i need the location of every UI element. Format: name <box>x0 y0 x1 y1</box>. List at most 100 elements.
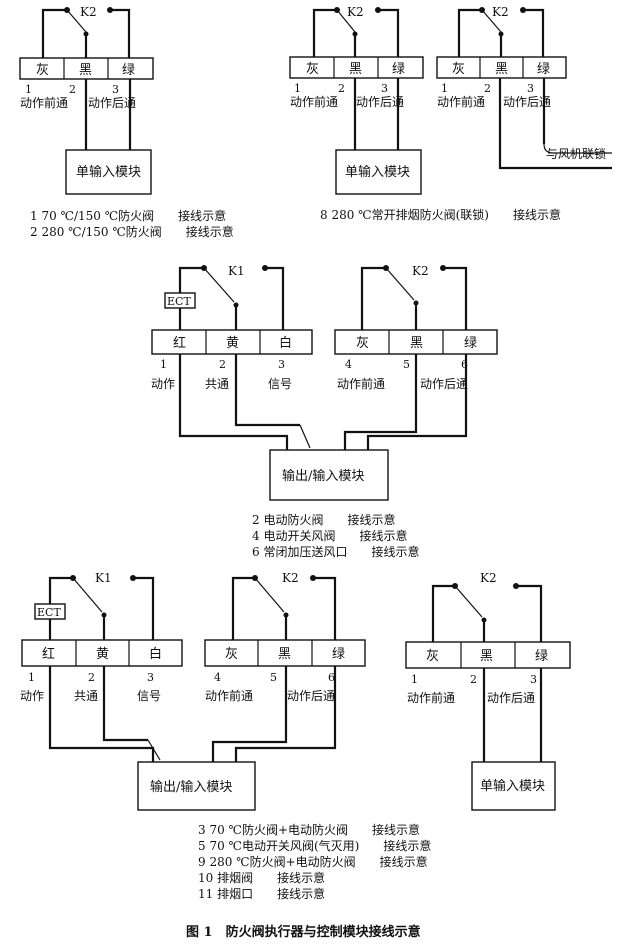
note-line: 11 排烟口 接线示意 <box>198 886 325 901</box>
wire <box>299 424 311 449</box>
wire <box>102 666 148 742</box>
terminal-number: 1 <box>28 671 35 684</box>
label-action-after: 动作后通 <box>487 691 535 705</box>
terminal-number: 2 <box>484 82 491 95</box>
terminal-gray: 灰 <box>306 62 319 77</box>
label-action-before: 动作前通 <box>20 95 68 110</box>
terminal-number: 2 <box>88 671 95 684</box>
wire <box>234 354 300 427</box>
wire <box>178 266 204 293</box>
label-signal: 信号 <box>268 377 292 391</box>
terminal-number: 3 <box>147 671 154 684</box>
switch-contact <box>520 7 526 13</box>
terminal-black: 黑 <box>79 63 92 78</box>
switch-blade <box>254 577 285 613</box>
single-input-module <box>335 149 422 195</box>
terminal-number: 5 <box>270 671 277 684</box>
diagram-single-input-valve: K2 灰 黑 绿 1 2 3 动作前通 动作后通 单输入模块 8 280 ℃常开… <box>289 5 561 222</box>
wire <box>366 354 468 450</box>
diagram-io-module-dual-switch: K1 ECT 红 黄 白 1 2 3 动作 共通 信号 K2 灰 <box>20 571 431 901</box>
terminal-number: 3 <box>530 673 537 686</box>
ect-label: ECT <box>37 606 61 619</box>
wire <box>378 8 400 58</box>
terminal-number: 1 <box>441 82 448 95</box>
terminal-number: 2 <box>69 83 76 96</box>
label-action-before: 动作前通 <box>437 94 485 109</box>
terminal-gray: 灰 <box>426 649 439 664</box>
note-line: 4 电动开关风阀 接线示意 <box>252 528 407 543</box>
switch-contact <box>233 302 239 308</box>
io-module <box>269 449 389 501</box>
switch-blade <box>336 9 356 33</box>
wire <box>431 584 455 642</box>
label-action-after: 动作后通 <box>356 95 404 109</box>
module-label: 输出/输入模块 <box>150 779 232 795</box>
wire <box>234 666 337 762</box>
terminal-yellow: 黄 <box>96 647 109 662</box>
label-common: 共通 <box>205 377 229 391</box>
wire <box>178 354 289 450</box>
switch-label-k2: K2 <box>412 264 429 278</box>
terminal-number: 3 <box>278 358 285 371</box>
terminal-block <box>436 56 567 79</box>
diagram-fan-interlock: K2 灰 黑 绿 1 2 3 动作前通 动作后通 与风机联锁 <box>436 5 612 170</box>
module-label: 单输入模块 <box>345 164 410 180</box>
label-action-after: 动作后通 <box>420 377 468 391</box>
label-action-after: 动作后通 <box>88 96 136 110</box>
wire <box>543 143 612 154</box>
wire <box>211 666 288 762</box>
single-input-module <box>471 761 556 811</box>
label-action-after: 动作后通 <box>503 95 551 109</box>
terminal-yellow: 黄 <box>226 336 239 351</box>
wire <box>523 8 545 58</box>
note-line: 2 280 ℃/150 ℃防火阀 接线示意 <box>30 224 234 239</box>
wire <box>48 576 73 604</box>
switch-contact <box>101 612 107 618</box>
wire <box>313 576 337 640</box>
note-line: 10 排烟阀 接线示意 <box>198 870 325 885</box>
terminal-block <box>21 639 183 667</box>
switch-label-k2: K2 <box>347 5 364 19</box>
switch-blade <box>66 9 87 33</box>
wire <box>360 266 386 330</box>
module-label: 单输入模块 <box>480 778 545 794</box>
note-line: 8 280 ℃常开排烟防火阀(联锁) 接线示意 <box>320 207 561 222</box>
wire <box>498 78 612 170</box>
terminal-gray: 灰 <box>36 63 49 78</box>
terminal-gray: 灰 <box>452 62 465 77</box>
terminal-number: 2 <box>219 358 226 371</box>
terminal-number: 1 <box>294 82 301 95</box>
switch-contact <box>283 612 289 618</box>
label-signal: 信号 <box>137 689 161 703</box>
switch-blade <box>72 577 103 613</box>
module-label: 单输入模块 <box>76 164 141 180</box>
terminal-block <box>151 329 313 355</box>
terminal-green: 绿 <box>392 62 405 77</box>
note-line: 5 70 ℃电动开关风阀(气灭用) 接线示意 <box>198 838 431 853</box>
wire <box>516 584 543 642</box>
note-line: 1 70 ℃/150 ℃防火阀 接线示意 <box>30 208 226 223</box>
note-line: 2 电动防火阀 接线示意 <box>252 512 395 527</box>
terminal-number: 1 <box>160 358 167 371</box>
terminal-white: 白 <box>279 335 292 351</box>
label-action-before: 动作前通 <box>407 690 455 705</box>
switch-contact <box>498 31 504 37</box>
label-action-after: 动作后通 <box>287 689 335 703</box>
label-action-before: 动作前通 <box>290 94 338 109</box>
wire <box>457 8 482 58</box>
terminal-black: 黑 <box>278 647 291 662</box>
terminal-number: 2 <box>470 673 477 686</box>
switch-label-k2: K2 <box>282 571 299 585</box>
terminal-block <box>405 641 571 669</box>
wire <box>41 8 67 58</box>
terminal-number: 3 <box>112 83 119 96</box>
terminal-number: 1 <box>411 673 418 686</box>
ect-label: ECT <box>167 295 191 308</box>
switch-label-k2: K2 <box>480 571 497 585</box>
switch-contact <box>352 31 358 37</box>
switch-blade <box>481 9 502 33</box>
diagram-single-input-valve: K2 灰 黑 绿 1 2 3 动作前通 动作后通 单输入模块 <box>405 571 571 811</box>
figure-caption: 图 1 防火阀执行器与控制模块接线示意 <box>186 924 421 940</box>
terminal-red: 红 <box>173 335 186 351</box>
terminal-green: 绿 <box>332 647 345 662</box>
